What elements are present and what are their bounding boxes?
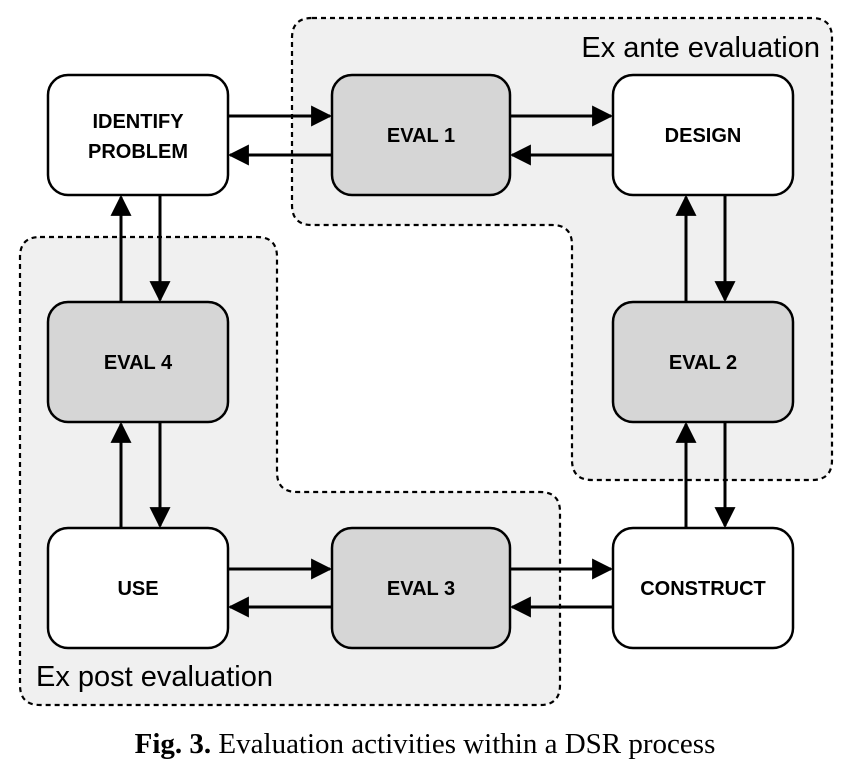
eval1-node: EVAL 1: [330, 73, 512, 197]
ex-ante-label: Ex ante evaluation: [581, 32, 820, 64]
eval4-node: EVAL 4: [46, 300, 230, 424]
identify-problem-node: IDENTIFY PROBLEM: [46, 73, 230, 197]
design-label: DESIGN: [665, 125, 742, 147]
identify-problem-line2: PROBLEM: [88, 141, 188, 163]
use-node: USE: [46, 526, 230, 650]
eval1-label: EVAL 1: [387, 125, 455, 147]
construct-label: CONSTRUCT: [640, 578, 766, 600]
design-node: DESIGN: [611, 73, 795, 197]
identify-problem-line1: IDENTIFY: [92, 111, 184, 133]
ex-post-label: Ex post evaluation: [36, 661, 273, 693]
eval3-label: EVAL 3: [387, 578, 455, 600]
use-label: USE: [117, 578, 158, 600]
figure-caption: Fig. 3. Evaluation activities within a D…: [0, 728, 850, 761]
eval4-label: EVAL 4: [104, 352, 173, 374]
caption-text: Evaluation activities within a DSR proce…: [218, 728, 716, 760]
eval3-node: EVAL 3: [330, 526, 512, 650]
construct-node: CONSTRUCT: [611, 526, 795, 650]
caption-label: Fig. 3.: [134, 728, 212, 760]
eval2-node: EVAL 2: [611, 300, 795, 424]
eval2-label: EVAL 2: [669, 352, 737, 374]
